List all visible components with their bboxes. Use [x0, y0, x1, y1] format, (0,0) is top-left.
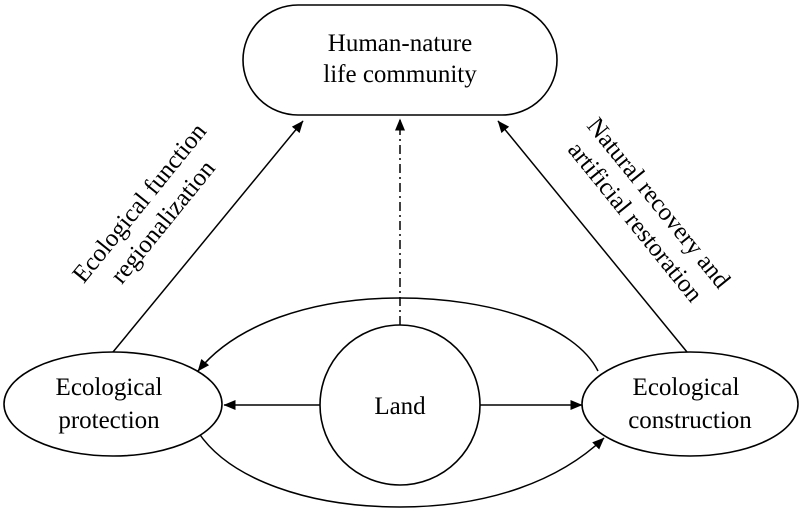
edge-protection-to-construction-arc [197, 431, 605, 508]
node-community-shape [242, 4, 558, 116]
edge-construction-to-protection-arc [197, 297, 599, 372]
node-community-line2: life community [323, 61, 477, 88]
node-construction-line2: construction [628, 407, 752, 434]
node-protection-shape [3, 351, 223, 457]
edge-protection-to-community [112, 120, 304, 353]
node-construction-line1: Ecological [633, 374, 740, 401]
node-land-label: Land [374, 393, 426, 420]
node-protection-line2: protection [58, 407, 160, 434]
edge-label-left: Ecological function regionalization [67, 118, 221, 289]
node-land-shape [319, 324, 481, 486]
node-construction-shape [581, 351, 799, 457]
node-protection-line1: Ecological [56, 374, 163, 401]
node-community-line1: Human-nature [328, 30, 472, 57]
edge-label-right: Natural recovery and artificial restorat… [562, 113, 735, 308]
edge-construction-to-community [497, 120, 688, 353]
